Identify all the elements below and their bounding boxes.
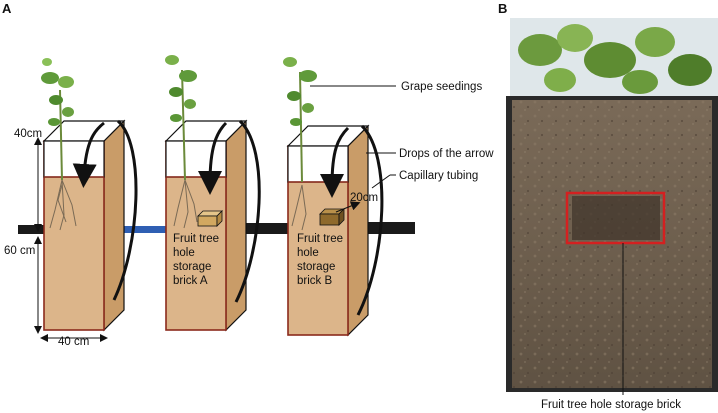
drip-arrow-1	[72, 119, 138, 301]
dimension-lines	[34, 137, 108, 342]
pot-1	[42, 119, 126, 332]
label-capillary: Capillary tubing	[399, 170, 478, 182]
brick-b-line-1: Fruit tree	[297, 233, 343, 245]
storage-brick-a	[197, 210, 223, 227]
roots-3	[291, 184, 307, 231]
roots-2	[173, 179, 198, 229]
panel-a-letter: A	[2, 1, 12, 16]
storage-brick-b	[319, 208, 345, 226]
pot-3	[286, 124, 370, 337]
brick-a-line-4: brick A	[173, 275, 208, 287]
dim-depth: 20cm	[350, 192, 378, 204]
pot-2	[164, 119, 248, 332]
dim-height: 60 cm	[4, 245, 35, 257]
panel-b-letter: B	[498, 1, 507, 16]
dim-width: 40 cm	[58, 336, 89, 348]
brick-a-line-3: storage	[173, 261, 211, 273]
brick-b-line-3: storage	[297, 261, 335, 273]
brick-a-line-1: Fruit tree	[173, 233, 219, 245]
brick-highlight-box	[565, 191, 666, 245]
grape-seedling-3	[283, 57, 317, 183]
brick-b-line-4: brick B	[297, 275, 332, 287]
grape-seedling-1	[41, 58, 74, 181]
depth-arrow	[335, 201, 361, 213]
callout-leaders	[310, 85, 396, 189]
grape-seedling-2	[165, 55, 197, 181]
brick-b-line-2: hole	[297, 247, 319, 259]
roots-1	[49, 179, 77, 231]
brick-a-label: Fruit tree hole storage brick A	[173, 233, 222, 287]
label-drops: Drops of the arrow	[399, 148, 494, 160]
brick-a-line-2: hole	[173, 247, 195, 259]
drip-arrow-3	[320, 124, 384, 316]
drip-arrow-2	[198, 119, 261, 303]
label-grape: Grape seedings	[401, 81, 482, 93]
soil-photo	[506, 18, 718, 392]
brick-b-label: Fruit tree hole storage brick B	[297, 233, 346, 287]
photo-caption: Fruit tree hole storage brick	[541, 399, 681, 411]
dim-top: 40cm	[14, 128, 42, 140]
